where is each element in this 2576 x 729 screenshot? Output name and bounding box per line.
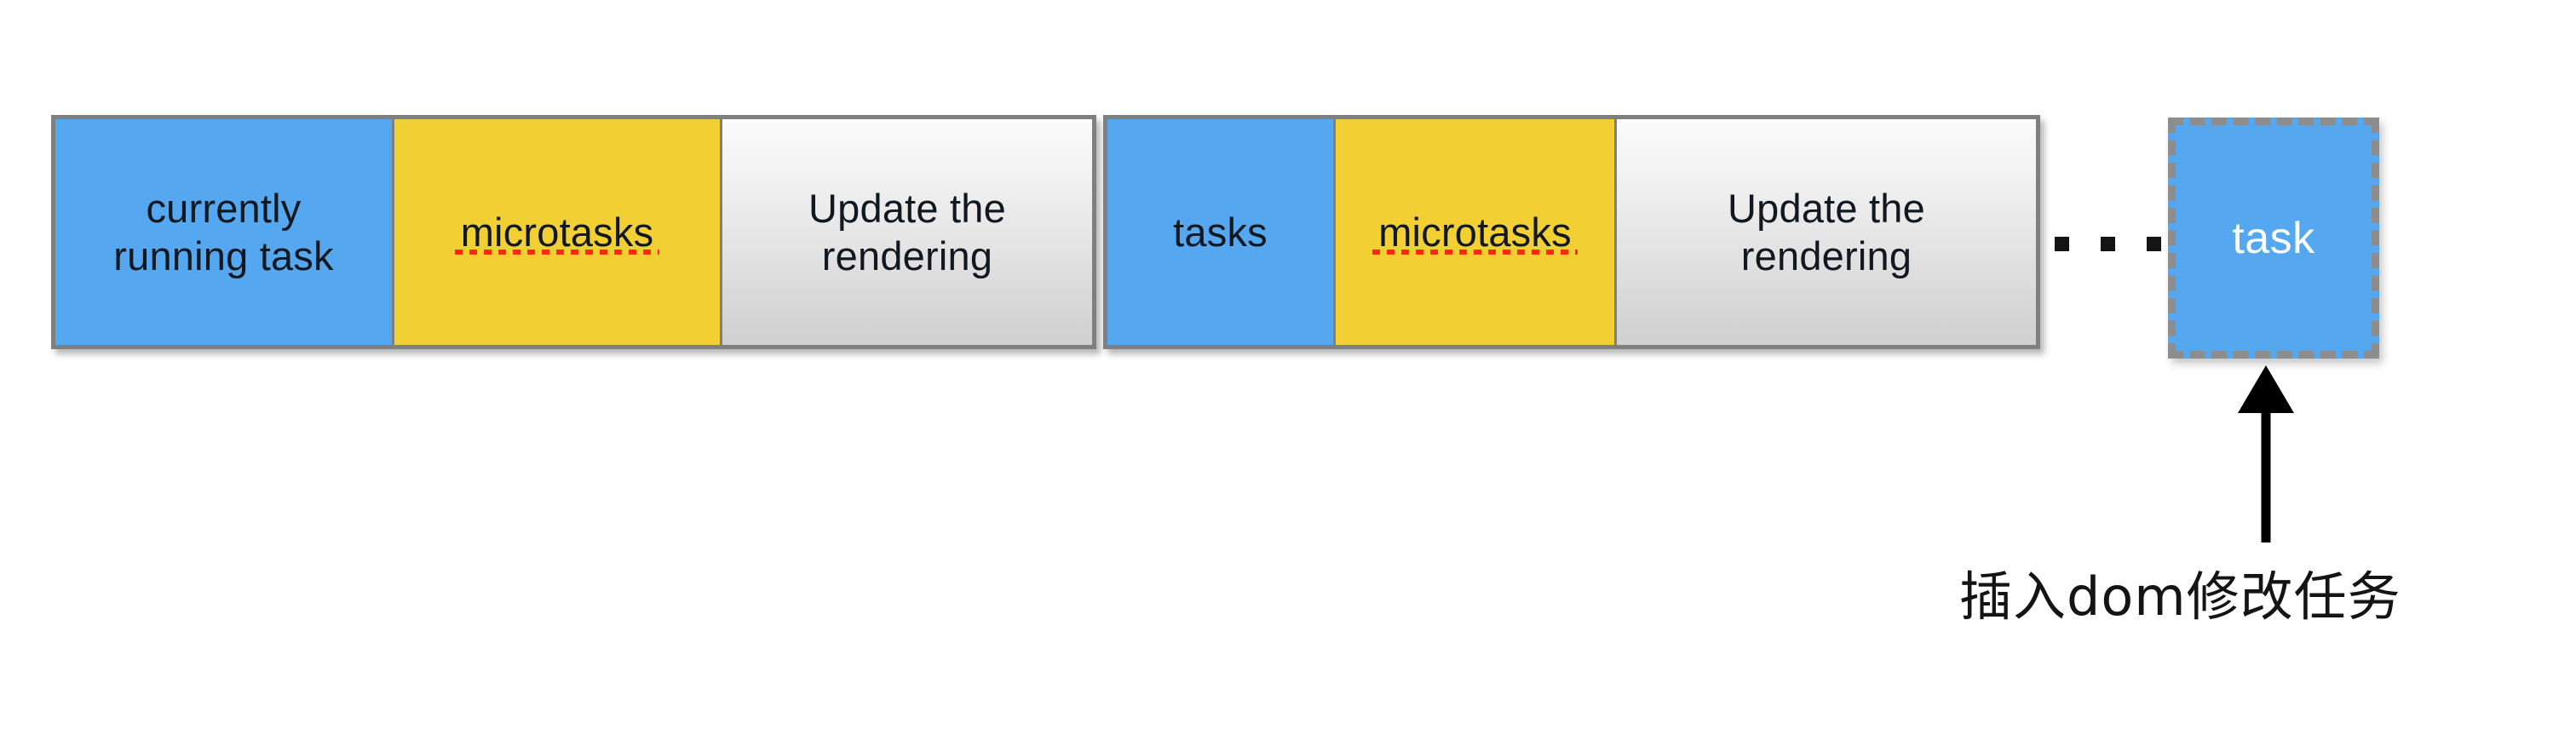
cell-microtasks-1[interactable]: microtasks xyxy=(392,119,720,345)
cell-update-rendering-2[interactable]: Update the rendering xyxy=(1614,119,2036,345)
cell-label-misspelled: microtasks xyxy=(1372,209,1578,255)
insert-arrow-icon xyxy=(2238,365,2294,542)
ellipsis-dot xyxy=(2101,237,2115,251)
task-group-second-cycle: tasks microtasks Update the rendering xyxy=(1103,115,2040,349)
cell-microtasks-2[interactable]: microtasks xyxy=(1333,119,1614,345)
ellipsis-indicator xyxy=(2055,237,2161,251)
cell-update-rendering-1[interactable]: Update the rendering xyxy=(720,119,1092,345)
task-group-first-cycle: currently running task microtasks Update… xyxy=(51,115,1096,349)
cell-currently-running-task[interactable]: currently running task xyxy=(55,119,392,345)
cell-label: tasks xyxy=(1173,209,1268,255)
arrow-head xyxy=(2238,365,2294,413)
pending-task-box[interactable]: task xyxy=(2168,118,2379,359)
insert-task-caption: 插入dom修改任务 xyxy=(1959,565,2401,628)
cell-label: Update the rendering xyxy=(1728,186,1925,278)
ellipsis-dot xyxy=(2147,237,2161,251)
cell-tasks[interactable]: tasks xyxy=(1107,119,1333,345)
cell-label: currently running task xyxy=(113,186,334,278)
cell-label-misspelled: microtasks xyxy=(454,209,659,255)
cell-label: Update the rendering xyxy=(808,186,1006,278)
pending-task-label: task xyxy=(2232,213,2315,263)
ellipsis-dot xyxy=(2055,237,2069,251)
